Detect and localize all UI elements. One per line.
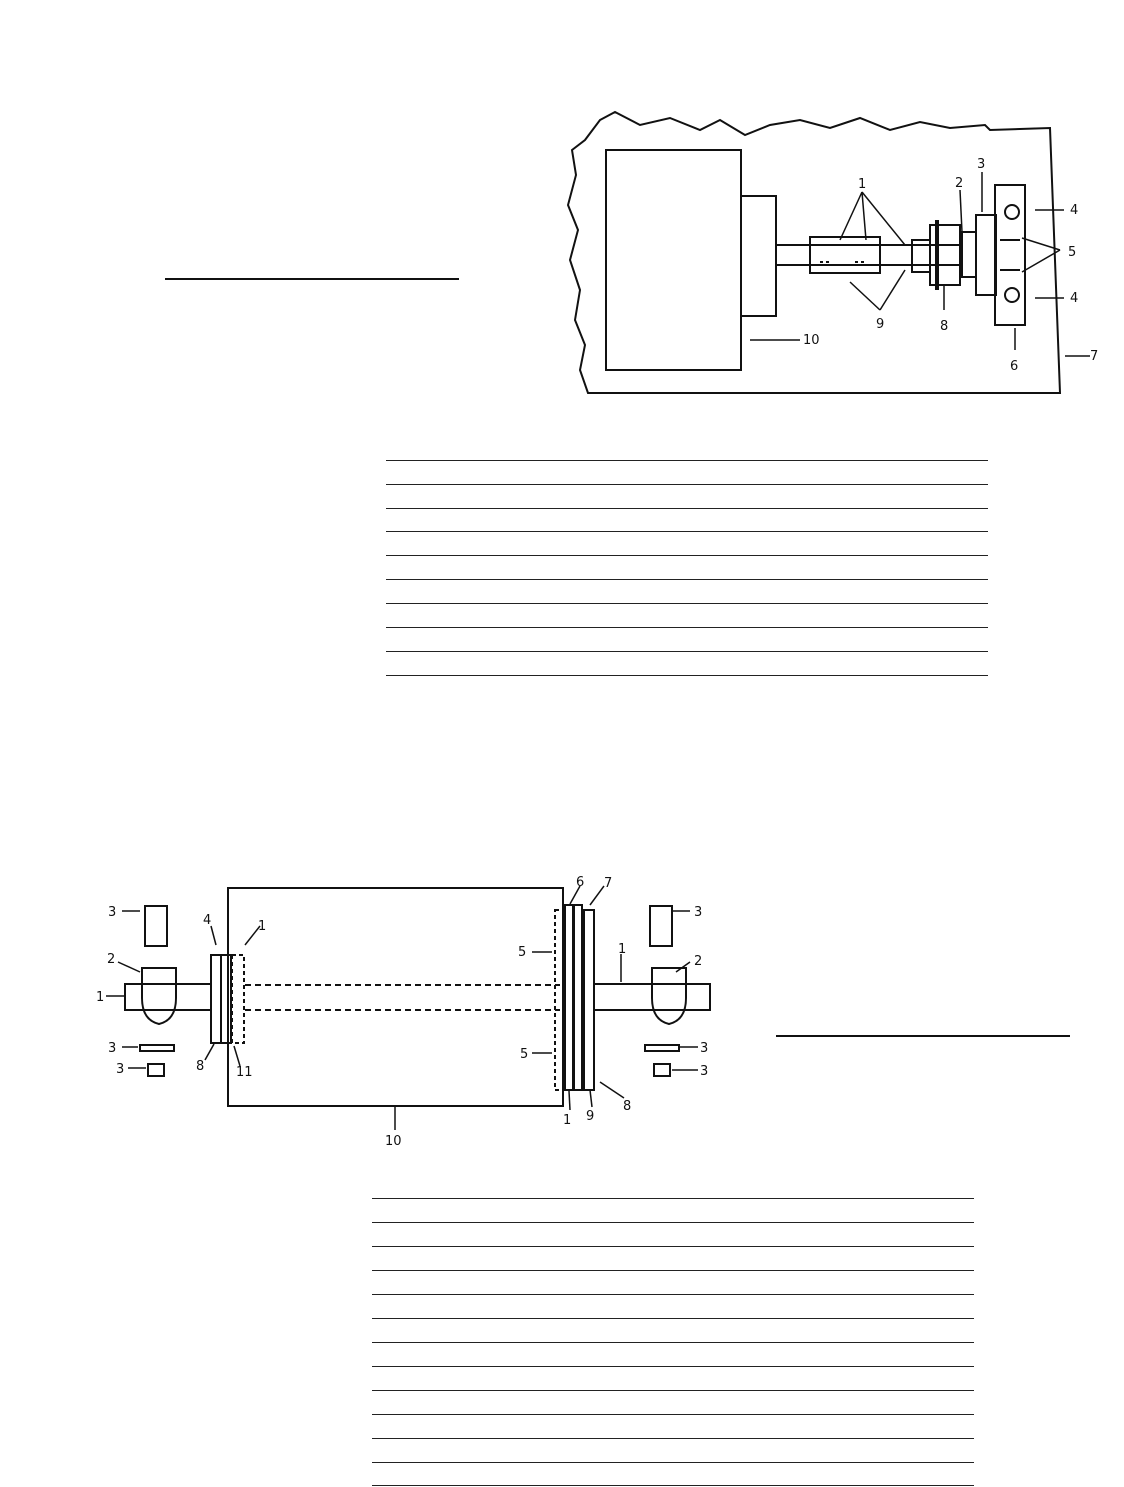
table-rule	[386, 627, 988, 628]
table-rule	[372, 1342, 974, 1343]
bottom-callout: 10	[385, 1134, 402, 1149]
table-rule	[386, 531, 988, 532]
table-rule	[372, 1294, 974, 1295]
bottom-callout: 6	[576, 875, 584, 890]
bottom-callout: 2	[694, 954, 702, 969]
bottom-callout: 8	[196, 1059, 204, 1074]
bottom-callout: 3	[116, 1062, 124, 1077]
table-rule	[386, 603, 988, 604]
table-rule	[372, 1414, 974, 1415]
table-rule	[372, 1198, 974, 1199]
bottom-callout: 7	[604, 876, 612, 891]
top-figure-diagram: 1 2 3 4 5 4 6 7 8 9 10	[566, 110, 1098, 394]
table-rule	[386, 460, 988, 461]
table-rule	[386, 651, 988, 652]
top-callout: 8	[940, 319, 948, 334]
bottom-callout: 1	[258, 919, 266, 934]
top-callout: 4	[1070, 291, 1078, 306]
bottom-callout: 1	[563, 1113, 571, 1128]
table-rule	[372, 1318, 974, 1319]
bottom-callout: 8	[623, 1099, 631, 1114]
table-rule	[372, 1366, 974, 1367]
top-callout: 9	[876, 317, 884, 332]
bottom-callout: 4	[203, 913, 211, 928]
top-callout: 1	[858, 177, 866, 192]
top-callout: 3	[977, 157, 985, 172]
top-callout: 2	[955, 176, 963, 191]
bottom-callout: 1	[96, 990, 104, 1005]
title-line-bottom	[776, 1035, 1070, 1037]
table-rule	[386, 484, 988, 485]
table-rule	[372, 1485, 974, 1486]
bottom-callout: 2	[107, 952, 115, 967]
table-rule	[386, 579, 988, 580]
top-callout: 4	[1070, 203, 1078, 218]
table-rule	[372, 1438, 974, 1439]
bottom-callout: 3	[694, 905, 702, 920]
bottom-callout: 9	[586, 1109, 594, 1124]
top-callout: 6	[1010, 359, 1018, 374]
bottom-callout: 3	[108, 905, 116, 920]
table-rule	[372, 1222, 974, 1223]
bottom-callout: 3	[108, 1041, 116, 1056]
bottom-callout: 11	[236, 1065, 253, 1080]
table-rule	[372, 1246, 974, 1247]
top-callout: 10	[803, 333, 820, 348]
table-rule	[372, 1270, 974, 1271]
table-rule	[372, 1390, 974, 1391]
bottom-callout: 1	[618, 942, 626, 957]
bottom-callout: 3	[700, 1064, 708, 1079]
bottom-callout: 3	[700, 1041, 708, 1056]
title-line-top	[165, 278, 459, 280]
top-callout: 7	[1090, 349, 1098, 364]
table-rule	[386, 508, 988, 509]
bottom-callout: 5	[520, 1047, 528, 1062]
bottom-callout: 5	[518, 945, 526, 960]
top-callout: 5	[1068, 245, 1076, 260]
table-rule	[386, 555, 988, 556]
table-rule	[386, 675, 988, 676]
table-rule	[372, 1462, 974, 1463]
